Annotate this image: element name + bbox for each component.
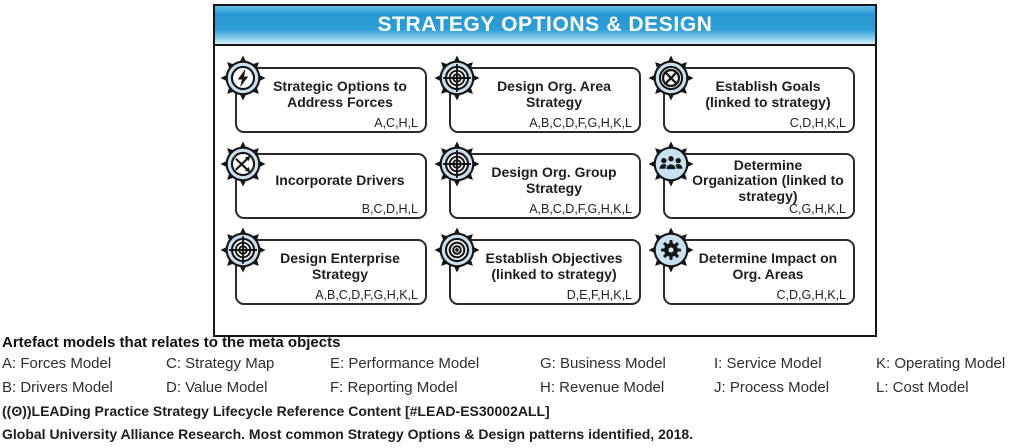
card-strategic-options: Strategic Options to Address Forces A,C,… — [220, 55, 427, 133]
legend-item-d: D: Value Model — [166, 379, 268, 396]
step-title: Establish Goals (linked to strategy) — [705, 78, 831, 110]
step-title: Design Org. Group Strategy — [491, 164, 617, 196]
diagram-title: STRATEGY OPTIONS & DESIGN — [377, 13, 713, 36]
step-title: Determine Impact on Org. Areas — [698, 250, 838, 282]
card-determine-impact: Determine Impact on Org. Areas C,D,G,H,K… — [648, 227, 855, 305]
target-gear-icon — [434, 55, 480, 101]
team-gear-icon — [648, 141, 694, 187]
solid-gear-icon — [648, 227, 694, 273]
step-title: Design Enterprise Strategy — [280, 250, 400, 282]
step-title: Determine Organization (linked to strate… — [692, 156, 844, 204]
target-gear-icon — [220, 227, 266, 273]
card-design-org-group: Design Org. Group Strategy A,B,C,D,F,G,H… — [434, 141, 641, 219]
card-design-enterprise-strategy: Design Enterprise Strategy A,B,C,D,F,G,H… — [220, 227, 427, 305]
legend-item-f: F: Reporting Model — [330, 379, 458, 396]
step-codes: A,B,C,D,F,G,H,K,L — [529, 116, 632, 130]
legend-item-e: E: Performance Model — [330, 355, 480, 372]
legend-item-j: J: Process Model — [714, 379, 830, 396]
shuffle-gear-icon — [220, 141, 266, 187]
step-title: Strategic Options to Address Forces — [273, 78, 407, 110]
card-design-org-area: Design Org. Area Strategy A,B,C,D,F,G,H,… — [434, 55, 641, 133]
target-gear-icon — [434, 141, 480, 187]
step-title: Establish Objectives (linked to strategy… — [485, 250, 623, 282]
legend-item-l: L: Cost Model — [876, 379, 969, 396]
card-establish-goals: Establish Goals (linked to strategy) C,D… — [648, 55, 855, 133]
step-codes: C,G,H,K,L — [789, 202, 846, 216]
lightning-gear-icon — [220, 55, 266, 101]
circle-x-gear-icon — [648, 55, 694, 101]
legend-item-h: H: Revenue Model — [540, 379, 665, 396]
footer-reference-line: ((ʘ))LEADing Practice Strategy Lifecycle… — [2, 403, 550, 419]
steps-grid: Strategic Options to Address Forces A,C,… — [215, 46, 875, 305]
step-codes: A,C,H,L — [374, 116, 418, 130]
step-title: Design Org. Area Strategy — [497, 78, 611, 110]
legend-item-b: B: Drivers Model — [2, 379, 113, 396]
legend-item-a: A: Forces Model — [2, 355, 112, 372]
legend-item-g: G: Business Model — [540, 355, 666, 372]
footer-source-line: Global University Alliance Research. Mos… — [2, 426, 694, 442]
step-codes: D,E,F,H,K,L — [566, 288, 632, 302]
step-codes: B,C,D,H,L — [361, 202, 418, 216]
step-codes: A,B,C,D,F,G,H,K,L — [529, 202, 632, 216]
card-establish-objectives: Establish Objectives (linked to strategy… — [434, 227, 641, 305]
strategy-diagram-panel: STRATEGY OPTIONS & DESIGN — [213, 4, 877, 337]
step-title: Incorporate Drivers — [275, 172, 405, 189]
card-determine-organization: Determine Organization (linked to strate… — [648, 141, 855, 219]
step-codes: A,B,C,D,F,G,H,K,L — [315, 288, 418, 302]
legend-item-i: I: Service Model — [714, 355, 822, 372]
step-codes: C,D,H,K,L — [789, 116, 846, 130]
bullseye-gear-icon — [434, 227, 480, 273]
card-incorporate-drivers: Incorporate Drivers B,C,D,H,L — [220, 141, 427, 219]
step-codes: C,D,G,H,K,L — [776, 288, 846, 302]
diagram-title-bar: STRATEGY OPTIONS & DESIGN — [215, 6, 875, 46]
legend-item-c: C: Strategy Map — [166, 355, 275, 372]
legend-item-k: K: Operating Model — [876, 355, 1006, 372]
legend-title: Artefact models that relates to the meta… — [2, 334, 341, 351]
